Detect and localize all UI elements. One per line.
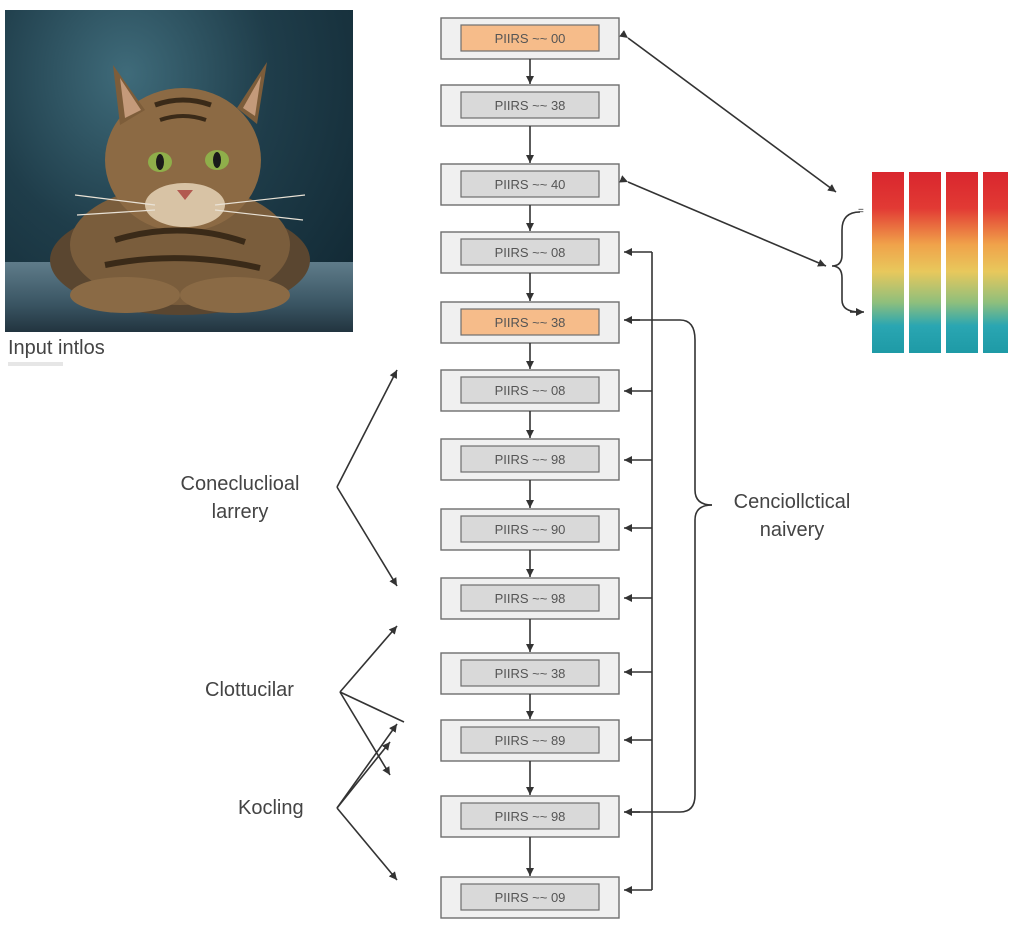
- layer-label: PIIRS ~~ 08: [495, 245, 566, 260]
- layer-inner: [460, 883, 600, 911]
- layer-label: PIIRS ~~ 98: [495, 452, 566, 467]
- layer-label: PIIRS ~~ 40: [495, 177, 566, 192]
- top-to-spectrum-arrow: [619, 30, 837, 193]
- cat-illustration: [50, 62, 310, 315]
- spectrum-bar-3: [946, 172, 978, 353]
- conv-arrow-down: [336, 486, 398, 587]
- input-label: Input intlos: [8, 337, 105, 359]
- layer-inner: [460, 376, 600, 404]
- right-label-line2: naivery: [759, 519, 825, 541]
- conv-arrow-up: [336, 369, 398, 488]
- layer-inner-highlight: [460, 308, 600, 336]
- lower-brace-line: [628, 504, 713, 813]
- spectrum-bars-icon: [872, 172, 1008, 353]
- layer-inner: [460, 584, 600, 612]
- layer-inner: [460, 515, 600, 543]
- layer-inner-highlight: [460, 24, 600, 52]
- layer-label: PIIRS ~~ 89: [495, 733, 566, 748]
- conv-layer-label-line2: larrery: [211, 501, 269, 523]
- layer-inner: [460, 238, 600, 266]
- layer-label: PIIRS ~~ 38: [495, 666, 566, 681]
- pool-arrow-up-1: [336, 723, 398, 809]
- layer-inner: [460, 802, 600, 830]
- layer-inner: [460, 91, 600, 119]
- layer3-to-spectrum-arrow: [619, 175, 827, 267]
- clott-arrow-down: [339, 691, 391, 776]
- layer-label: PIIRS ~~ 38: [495, 98, 566, 113]
- layer-inner: [460, 726, 600, 754]
- layer-stack: PIIRS ~~ 00 PIIRS ~~ 38 PIIRS ~~ 40 PIIRS ~…: [440, 17, 620, 919]
- conv-layer-label-line1: Conecluclioal: [180, 473, 300, 495]
- layer-label: PIIRS ~~ 98: [495, 809, 566, 824]
- pooling-label: Kocling: [238, 797, 304, 819]
- upper-brace-line: [628, 319, 713, 506]
- layer-label: PIIRS ~~ 09: [495, 890, 566, 905]
- spectrum-connections: [619, 30, 864, 316]
- layer-label: PIIRS ~~ 38: [495, 315, 566, 330]
- left-annotations: [336, 369, 405, 881]
- layer-label: PIIRS ~~ 00: [495, 31, 566, 46]
- spectrum-bar-1: [872, 172, 904, 353]
- layer-label: PIIRS ~~ 98: [495, 591, 566, 606]
- spectrum-bar-2: [909, 172, 941, 353]
- clott-label: Clottucilar: [205, 679, 294, 701]
- pool-arrow-down: [336, 807, 398, 881]
- pool-arrow-up-2: [336, 741, 391, 809]
- right-label-line1: Cenciollctical: [733, 491, 851, 513]
- spectrum-bar-4: [983, 172, 1008, 353]
- input-sublabel-placeholder: [8, 362, 63, 366]
- spectrum-brace: [831, 211, 861, 313]
- clott-arrow-mid: [339, 691, 405, 723]
- spectrum-brace-mark: =: [858, 206, 864, 217]
- layer-inner: [460, 445, 600, 473]
- layer-label: PIIRS ~~ 90: [495, 522, 566, 537]
- conv-layer-label: Conecluclioal larrery: [160, 470, 320, 526]
- skip-connections: [624, 248, 713, 894]
- layer-inner: [460, 170, 600, 198]
- right-connection-label: Cenciollctical naivery: [712, 488, 872, 544]
- input-image: [5, 10, 353, 332]
- clott-arrow-up: [339, 625, 398, 693]
- layer-inner: [460, 659, 600, 687]
- layer-label: PIIRS ~~ 08: [495, 383, 566, 398]
